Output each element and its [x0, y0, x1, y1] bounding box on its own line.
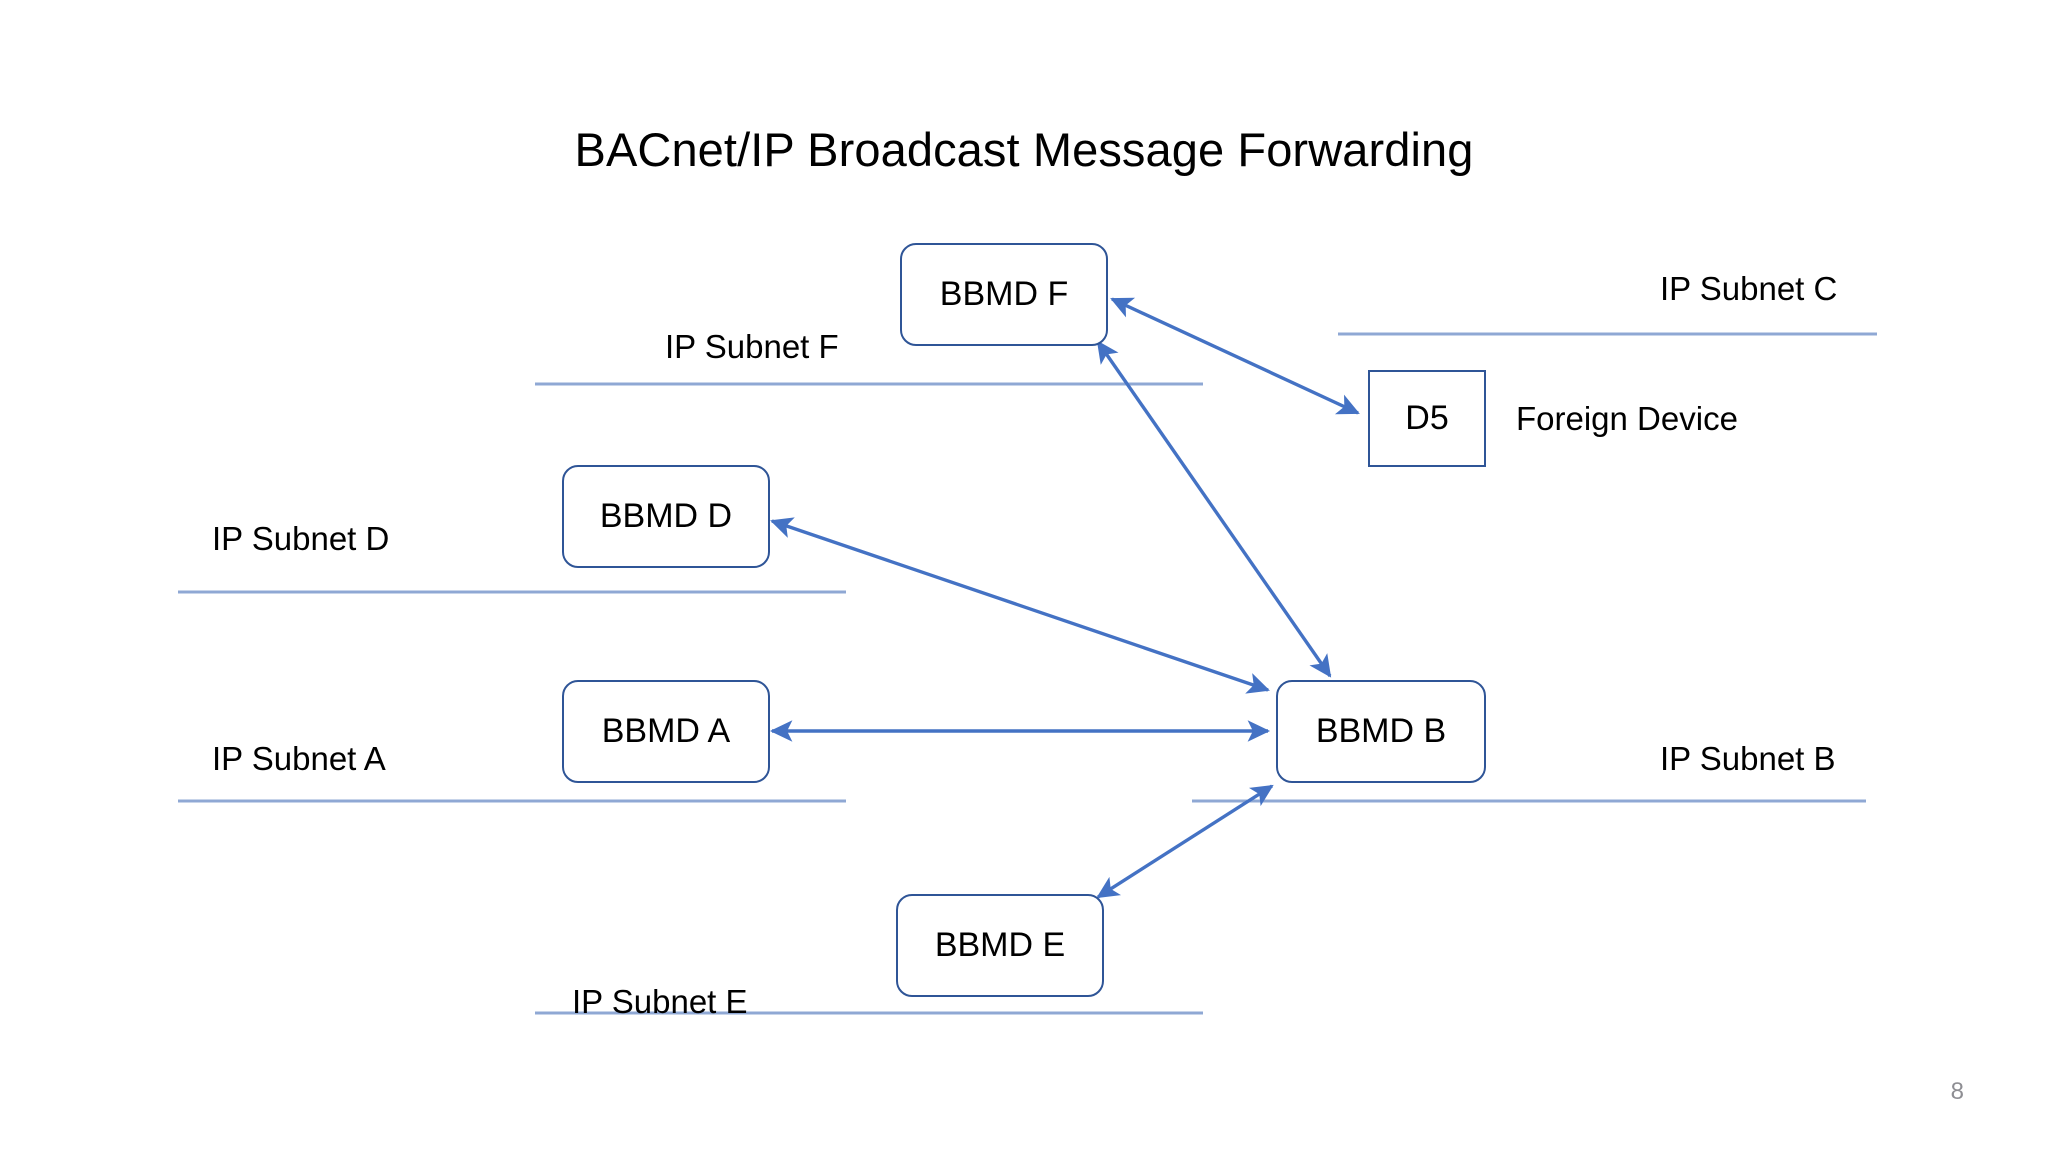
- subnet-label-f: IP Subnet F: [665, 328, 839, 365]
- node-bbmd-b[interactable]: BBMD B: [1276, 680, 1486, 783]
- node-d5[interactable]: D5: [1368, 370, 1486, 467]
- foreign-device-label: Foreign Device: [1516, 400, 1738, 437]
- subnet-label-a: IP Subnet A: [212, 740, 386, 777]
- connector-arrows: [769, 297, 1360, 899]
- subnet-label-c: IP Subnet C: [1660, 270, 1838, 307]
- node-bbmd-e[interactable]: BBMD E: [896, 894, 1104, 997]
- page-title: BACnet/IP Broadcast Message Forwarding: [574, 123, 1474, 176]
- node-bbmd-a[interactable]: BBMD A: [562, 680, 770, 783]
- subnet-label-e: IP Subnet E: [572, 983, 748, 1020]
- subnet-label-b: IP Subnet B: [1660, 740, 1836, 777]
- connector-bbmd_f-to-d5: [1110, 297, 1360, 415]
- page-number: 8: [1950, 1078, 1964, 1105]
- subnet-label-d: IP Subnet D: [212, 520, 390, 557]
- connector-bbmd_e-to-bbmd_b: [1096, 784, 1274, 899]
- connector-bbmd_f-to-bbmd_b: [1096, 340, 1332, 678]
- node-bbmd-d[interactable]: BBMD D: [562, 465, 770, 568]
- node-bbmd-f[interactable]: BBMD F: [900, 243, 1108, 346]
- connector-bbmd_d-to-bbmd_b: [770, 517, 1270, 694]
